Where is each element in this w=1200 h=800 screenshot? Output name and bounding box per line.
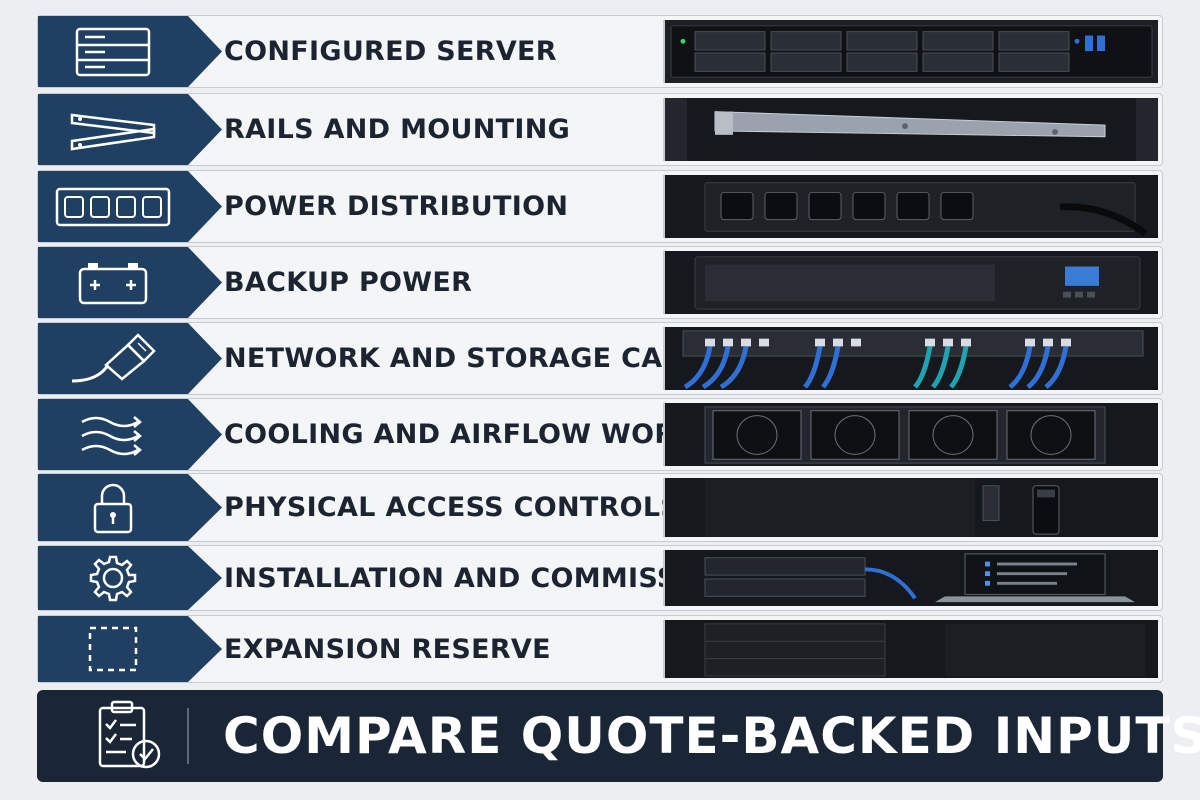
battery-icon: [38, 247, 188, 318]
access-photo: [663, 478, 1158, 537]
ups-photo: [663, 251, 1158, 314]
row-label: POWER DISTRIBUTION: [224, 191, 569, 222]
banner-divider: [187, 708, 189, 764]
padlock-icon: [38, 474, 188, 541]
row-label: EXPANSION RESERVE: [224, 633, 551, 665]
installation-photo: [663, 550, 1158, 606]
row-cooling-and-airflow-work: COOLING AND AIRFLOW WORK: [37, 398, 1163, 471]
row-label: PHYSICAL ACCESS CONTROLS: [224, 492, 681, 523]
row-power-distribution: POWER DISTRIBUTION: [37, 170, 1163, 243]
badge-chevron: [188, 546, 222, 610]
row-network-and-storage-cabling: NETWORK AND STORAGE CABLING: [37, 322, 1163, 395]
row-installation-and-commissioning: INSTALLATION AND COMMISSIONING: [37, 545, 1163, 611]
badge-chevron: [188, 171, 222, 242]
server-photo: [663, 20, 1158, 83]
badge-chevron: [188, 399, 222, 470]
badge-chevron: [188, 247, 222, 318]
compare-inputs-banner: COMPARE QUOTE-BACKED INPUTS: [37, 690, 1200, 782]
row-expansion-reserve: EXPANSION RESERVE: [37, 615, 1163, 683]
row-badge: [38, 247, 188, 318]
badge-chevron: [188, 94, 222, 165]
badge-chevron: [188, 323, 222, 394]
power-strip-icon: [38, 171, 188, 242]
row-configured-server: CONFIGURED SERVER: [37, 15, 1163, 88]
row-label: RAILS AND MOUNTING: [224, 114, 571, 145]
row-backup-power: BACKUP POWER: [37, 246, 1163, 319]
cabling-photo: [663, 327, 1158, 390]
clipboard-check-icon: [75, 700, 185, 772]
pdu-photo: [663, 175, 1158, 238]
network-cable-icon: [38, 323, 188, 394]
airflow-icon: [38, 399, 188, 470]
badge-chevron: [188, 616, 222, 682]
expansion-photo: [663, 620, 1158, 678]
row-label: COOLING AND AIRFLOW WORK: [224, 419, 697, 450]
row-label: CONFIGURED SERVER: [224, 36, 557, 67]
row-badge: [38, 94, 188, 165]
row-badge: [38, 171, 188, 242]
row-rails-and-mounting: RAILS AND MOUNTING: [37, 93, 1163, 166]
rails-icon: [38, 94, 188, 165]
badge-chevron: [188, 474, 222, 541]
cooling-photo: [663, 403, 1158, 466]
banner-title: COMPARE QUOTE-BACKED INPUTS: [223, 707, 1200, 765]
row-badge: [38, 399, 188, 470]
gear-icon: [38, 546, 188, 610]
dashed-box-icon: [38, 616, 188, 682]
row-physical-access-controls: PHYSICAL ACCESS CONTROLS: [37, 473, 1163, 542]
badge-chevron: [188, 16, 222, 87]
server-icon: [38, 16, 188, 87]
row-label: BACKUP POWER: [224, 267, 473, 298]
rails-photo: [663, 98, 1158, 161]
